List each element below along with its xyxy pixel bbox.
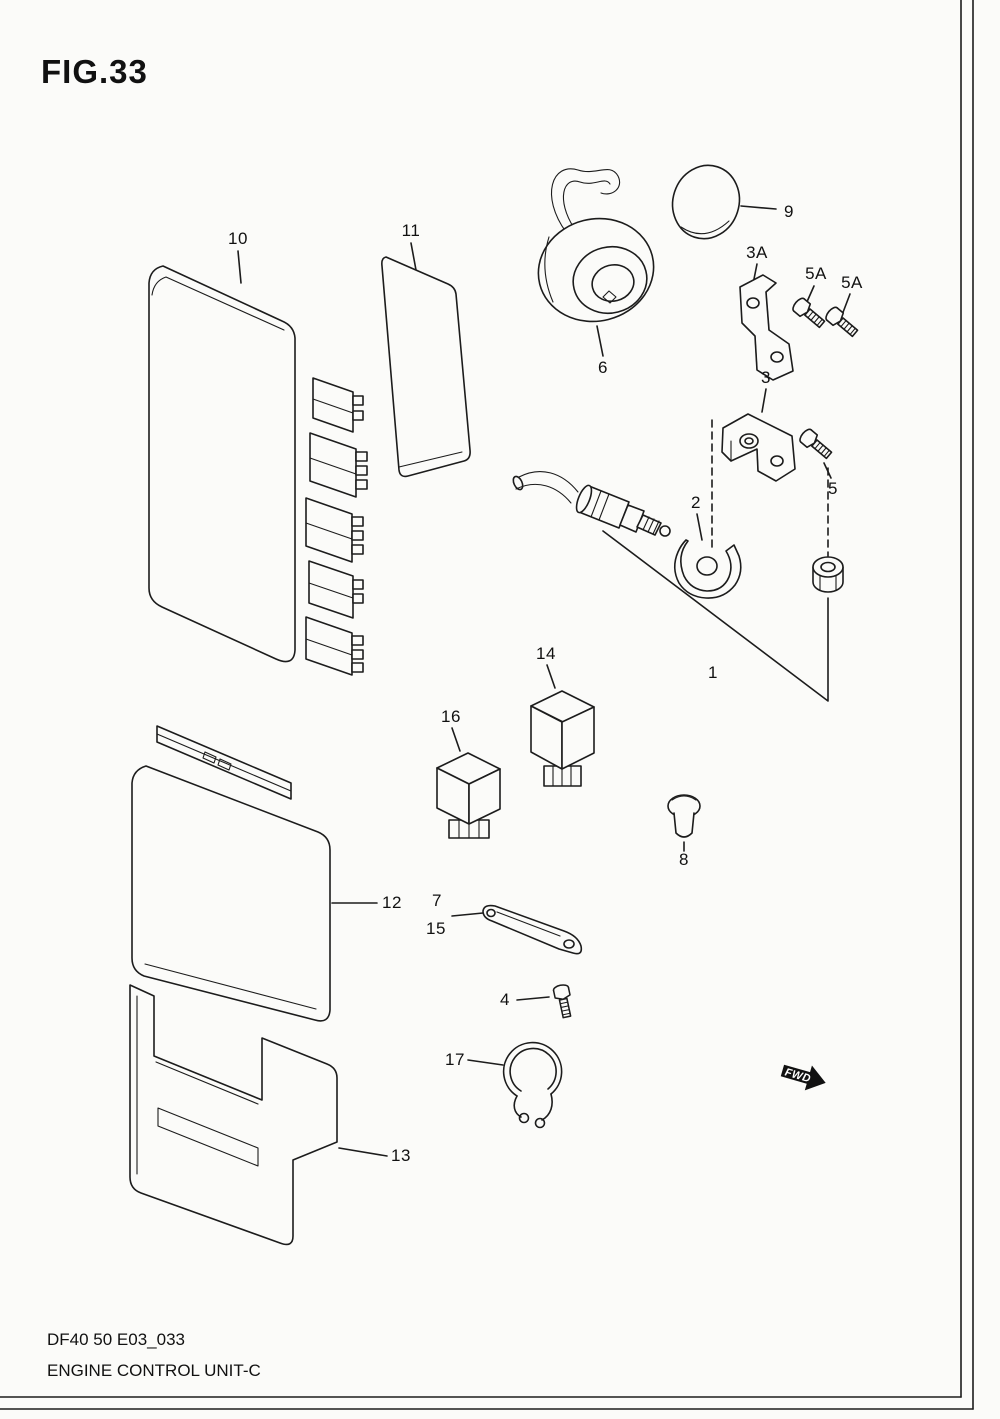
bolt-5a-second: [825, 306, 859, 338]
part-cap-9: [671, 164, 741, 240]
part-ecu-12: [131, 725, 331, 1022]
part-relay-16: [436, 752, 501, 839]
part-label-8: 8: [679, 850, 689, 869]
part-sensor-6: [537, 168, 655, 323]
part-bolt-4: [552, 984, 572, 1019]
part-plug-8: [667, 794, 701, 838]
part-label-14: 14: [536, 644, 556, 663]
part-label-7: 7: [432, 891, 442, 910]
bolt-5: [799, 428, 833, 460]
part-label-5A-1: 5A: [805, 264, 827, 283]
part-label-17: 17: [445, 1050, 465, 1069]
part-relay-14: [530, 690, 595, 787]
part-label-5: 5: [828, 479, 838, 498]
part-ecu-10: [148, 265, 368, 676]
connector-block: [312, 377, 364, 433]
part-switch-1: [512, 471, 671, 537]
bolt-5a-first: [792, 297, 826, 329]
page-border: [0, 0, 974, 1410]
fwd-arrow: FWD: [780, 1064, 826, 1091]
part-bracket-3: [721, 413, 796, 482]
part-label-4: 4: [500, 990, 510, 1009]
part-clip-17: [502, 1041, 563, 1129]
part-label-1: 1: [708, 663, 718, 682]
part-label-9: 9: [784, 202, 794, 221]
part-label-10: 10: [228, 229, 248, 248]
part-plate-11: [381, 256, 471, 478]
part-holder-13: [129, 984, 338, 1246]
connector-block: [305, 497, 364, 563]
connector-block: [308, 560, 364, 619]
drawing-code: DF40 50 E03_033: [47, 1330, 185, 1349]
figure-footer: DF40 50 E03_033 ENGINE CONTROL UNIT-C: [47, 1324, 261, 1387]
fwd-label: FWD: [783, 1067, 812, 1086]
centerlines: [711, 419, 829, 557]
part-bracket-3a: [739, 274, 794, 381]
part-label-15: 15: [426, 919, 446, 938]
part-label-3A: 3A: [746, 243, 768, 262]
connector-block: [305, 616, 364, 676]
leader-lines: [237, 205, 851, 1157]
part-label-5A-2: 5A: [841, 273, 863, 292]
part-clamp-2: [673, 539, 742, 599]
connector-block: [309, 432, 368, 498]
part-label-11: 11: [401, 221, 421, 240]
part-label-16: 16: [441, 707, 461, 726]
figure-title: FIG.33: [41, 53, 148, 90]
part-strap-7: [482, 904, 583, 955]
part-nut: [812, 556, 844, 593]
part-label-6: 6: [598, 358, 608, 377]
part-label-3: 3: [761, 368, 771, 387]
part-label-12: 12: [382, 893, 402, 912]
part-label-13: 13: [391, 1146, 411, 1165]
part-label-2: 2: [691, 493, 701, 512]
drawing-caption: ENGINE CONTROL UNIT-C: [47, 1361, 261, 1381]
